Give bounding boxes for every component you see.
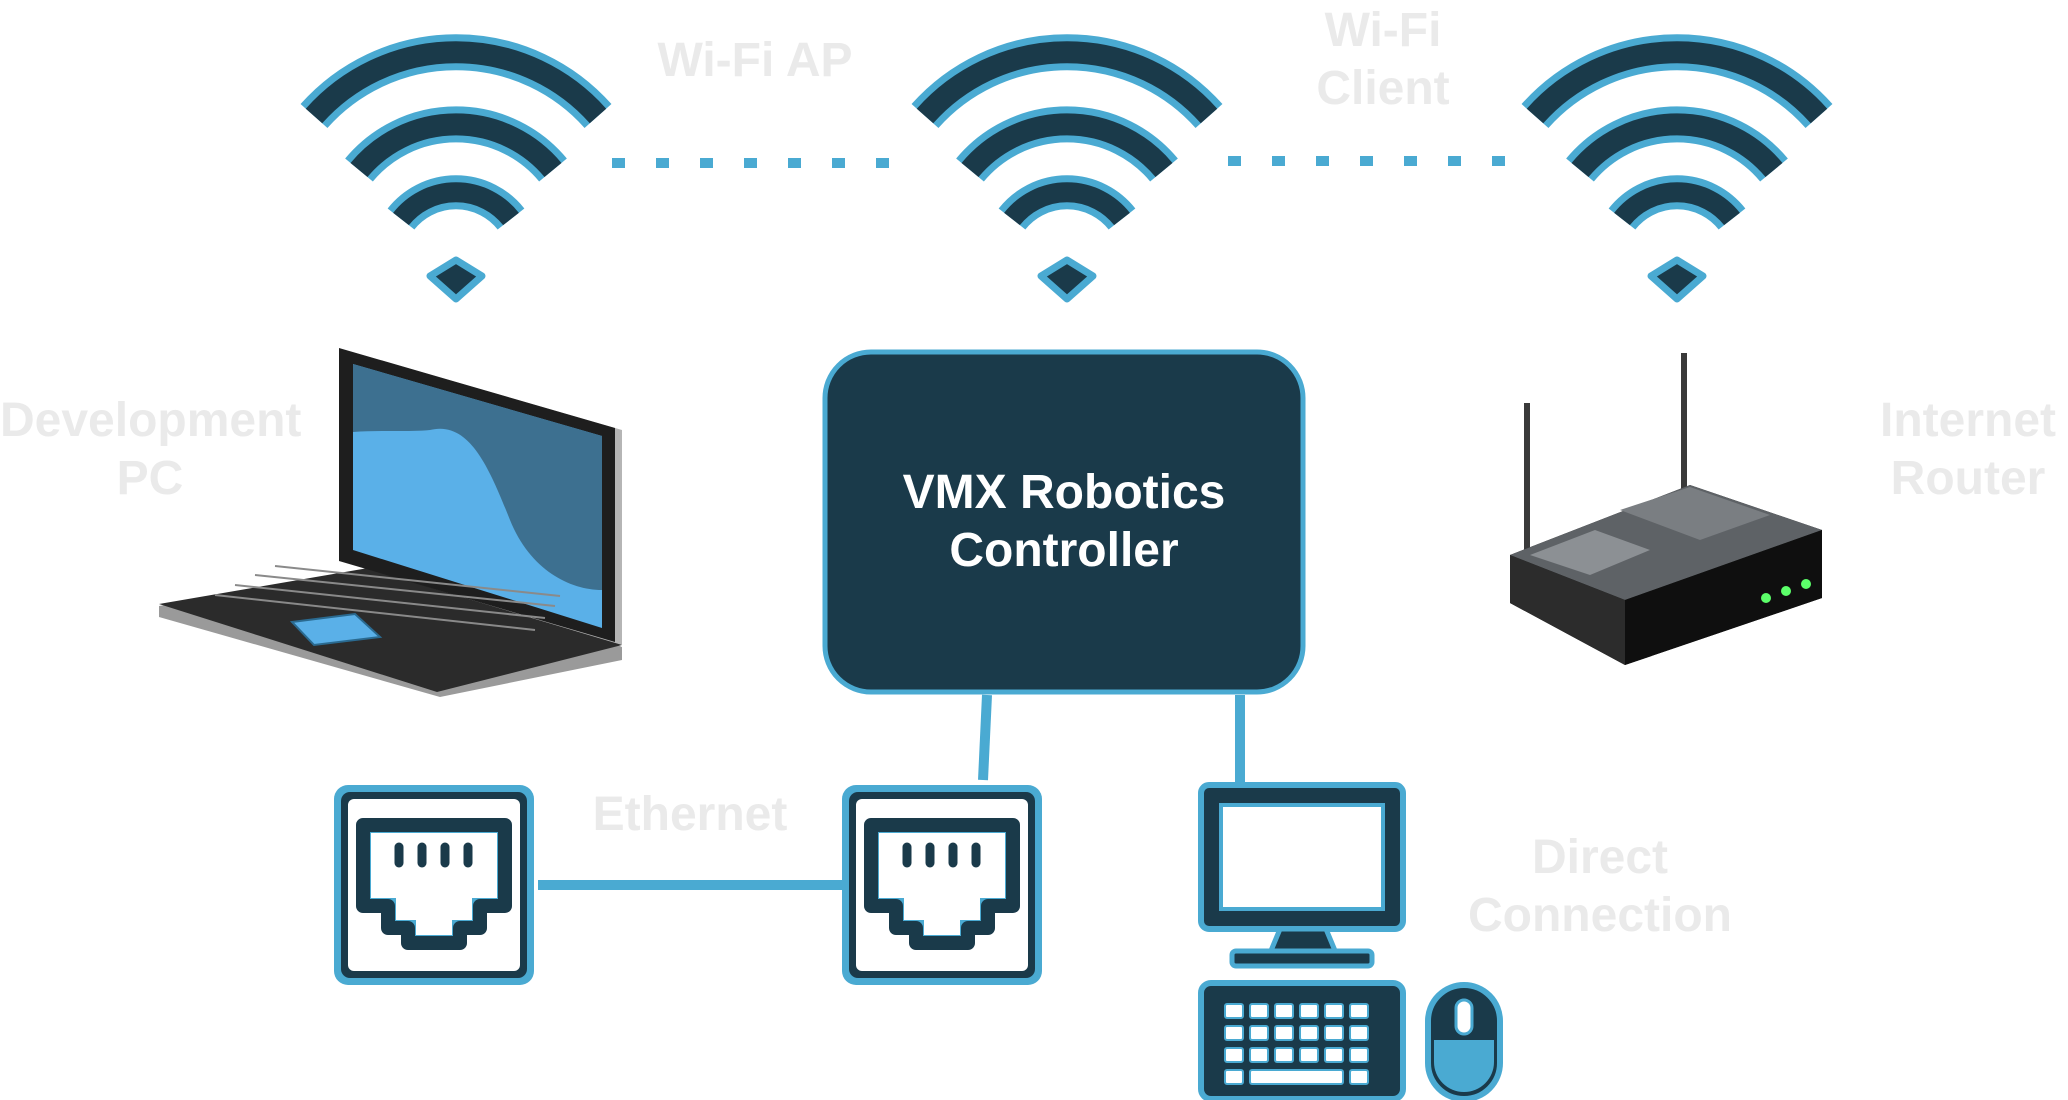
wifi-icon	[314, 52, 598, 299]
wifi-client-label: Wi-Fi Client	[1316, 4, 1450, 115]
controller-label: VMX Robotics Controller	[825, 352, 1303, 692]
controller-box	[822, 349, 1306, 695]
wifi-icon	[925, 52, 1209, 299]
internet-router-label: Internet Router	[1879, 394, 2056, 505]
mouse-icon	[1425, 982, 1503, 1100]
keyboard-icon	[1198, 980, 1406, 1100]
wifi-icon	[1535, 52, 1819, 299]
ethernet-port-icon	[334, 785, 534, 985]
ethernet-label: Ethernet	[592, 788, 788, 841]
direct-connection-label: Direct Connection	[1468, 831, 1732, 942]
monitor-icon	[1198, 782, 1406, 969]
connector-line	[978, 694, 992, 781]
controller-label-line2: Controller	[949, 524, 1179, 577]
controller-label-line1: VMX Robotics	[902, 466, 1226, 519]
router-icon	[1510, 353, 1822, 665]
development-pc-label: Development PC	[0, 394, 302, 505]
laptop-icon	[159, 348, 622, 697]
ethernet-port-icon	[842, 785, 1042, 985]
wifi-ap-label: Wi-Fi AP	[657, 34, 853, 87]
